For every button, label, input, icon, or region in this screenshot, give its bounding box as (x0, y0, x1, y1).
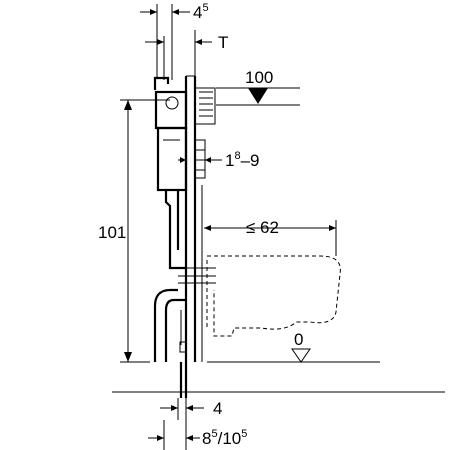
top-width-label: 45 (193, 2, 209, 22)
floor-level-marker (207, 348, 380, 363)
cover-range-label: 18–9 (225, 150, 260, 170)
foot-width-dimension (160, 398, 204, 420)
foot-width-label: 4 (213, 399, 222, 418)
frame-height-label: 101 (98, 223, 126, 242)
floor-level-label: 0 (294, 330, 303, 349)
frame-height-dimension (120, 99, 170, 363)
foot-offset-dimension (148, 420, 200, 450)
bowl-reach-label: ≤ 62 (246, 218, 279, 237)
foot-offset-label: 85/105 (202, 428, 247, 448)
frame-thickness-label: T (218, 33, 228, 52)
top-height-marker (216, 87, 300, 106)
top-height-label: 100 (245, 68, 273, 87)
frame-assembly (153, 75, 216, 398)
wc-bowl-outline (206, 255, 341, 337)
cover-range-dimension (178, 157, 222, 163)
bowl-reach-dimension (204, 220, 337, 256)
frame-thickness-dimension (145, 30, 212, 80)
